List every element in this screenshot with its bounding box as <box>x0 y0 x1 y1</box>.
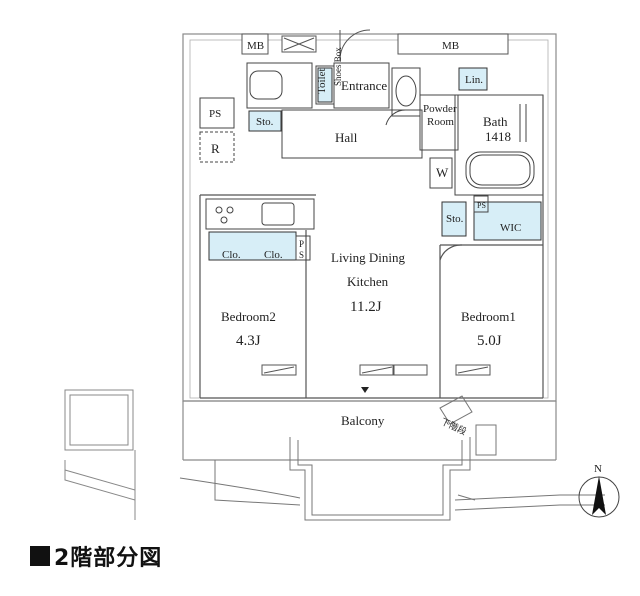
label-mb-left: MB <box>247 40 264 52</box>
label-bedroom1: Bedroom1 <box>461 309 516 324</box>
label-sto-hall: Sto. <box>256 116 274 128</box>
label-sto-bed: Sto. <box>446 213 464 225</box>
partitions <box>199 95 544 399</box>
label-mb-right: MB <box>442 40 459 52</box>
label-balcony: Balcony <box>341 413 385 428</box>
north-arrow-icon: N <box>578 463 620 518</box>
label-toilet: Toilet <box>316 68 328 94</box>
label-bath: Bath <box>483 114 508 129</box>
north-label: N <box>594 463 602 475</box>
label-bedroom2-size: 4.3J <box>236 333 261 349</box>
label-ps: PS <box>209 108 221 120</box>
balcony-structure <box>179 395 605 521</box>
ps-r-boxes <box>199 97 489 213</box>
hall-walls <box>281 109 423 159</box>
label-clo-1: Clo. <box>222 249 241 261</box>
top-bay <box>241 29 509 61</box>
windows <box>261 364 491 393</box>
caption-square-icon <box>30 546 50 566</box>
label-entrance: Entrance <box>341 78 387 93</box>
label-ldk-1: Living Dining <box>331 250 406 265</box>
label-shoes-box: Shoes Box <box>333 47 343 86</box>
label-lin: Lin. <box>465 74 483 86</box>
label-s: S <box>299 250 304 260</box>
label-p: P <box>299 239 304 249</box>
label-bedroom1-size: 5.0J <box>477 333 502 349</box>
floor-caption: 2階部分図 <box>30 540 162 572</box>
label-w: W <box>436 165 449 180</box>
lower-floor-fragment <box>64 389 136 520</box>
label-powder-1: Powder <box>423 103 457 115</box>
label-hall: Hall <box>335 130 358 145</box>
label-escape-hatch: 下階段 <box>439 415 468 436</box>
label-clo-2: Clo. <box>264 249 283 261</box>
label-bath-size: 1418 <box>485 129 511 144</box>
label-bedroom2: Bedroom2 <box>221 309 276 324</box>
label-powder-2: Room <box>427 116 454 128</box>
kitchen-counter <box>205 198 315 261</box>
label-r: R <box>211 141 220 156</box>
entrance-block <box>246 62 421 117</box>
caption-text: 2階部分図 <box>54 546 163 571</box>
label-ps-bed: PS <box>477 201 486 210</box>
bath-block <box>419 94 544 196</box>
storage-fills <box>208 67 542 261</box>
label-wic: WIC <box>500 222 521 234</box>
label-ldk-2: Kitchen <box>347 274 389 289</box>
label-ldk-size: 11.2J <box>350 299 382 315</box>
